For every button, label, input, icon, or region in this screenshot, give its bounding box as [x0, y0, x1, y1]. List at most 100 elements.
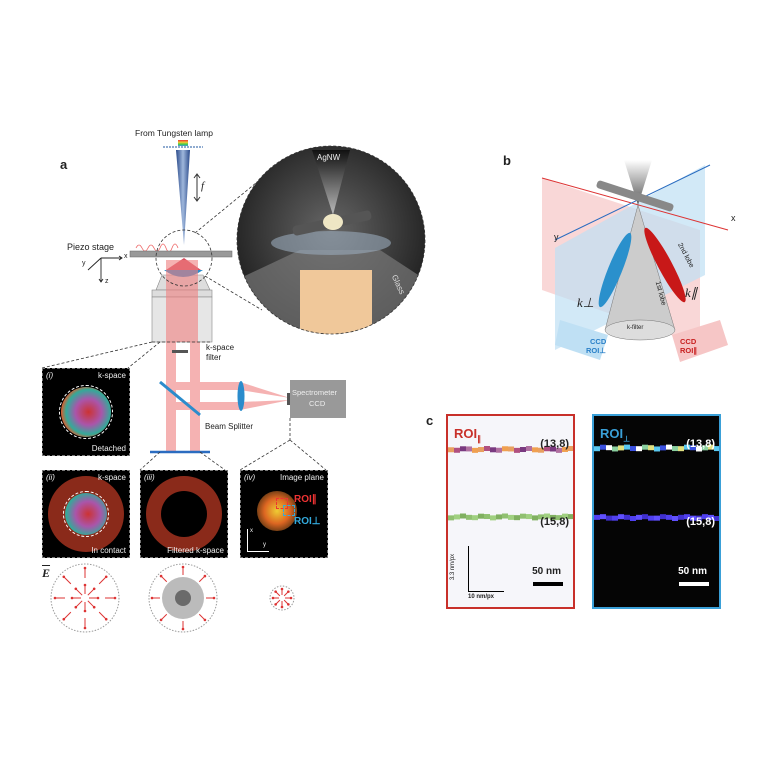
spectral-pixel [636, 446, 642, 452]
spectral-pixel [478, 447, 484, 453]
tungsten-lamp-icon [163, 140, 203, 148]
efield-arrow [63, 576, 72, 585]
spectral-pixel [454, 514, 460, 520]
spectral-pixel [532, 515, 538, 521]
efield-arrowhead [287, 603, 290, 606]
efield-arrow [75, 588, 83, 596]
axis-z-label: z [105, 278, 109, 285]
spectral-pixel [678, 514, 684, 520]
efield-arrow [98, 611, 107, 620]
efield-arrowhead [83, 626, 87, 630]
spectral-pixel [606, 515, 612, 521]
panel-b-letter: b [503, 153, 511, 168]
efield-arrowhead [53, 596, 57, 600]
spectral-pixel [484, 446, 490, 452]
efield-arrowhead [83, 609, 87, 613]
inset-title: k-space [97, 473, 126, 482]
spectral-pixel [624, 514, 630, 520]
agnw-label: AgNW [317, 153, 341, 162]
focusing-lens [237, 381, 245, 411]
efield-arrowhead [113, 596, 117, 600]
spectral-pixel [594, 446, 600, 452]
spectral-pixel [696, 446, 702, 452]
kspace-filter-label-2: filter [206, 353, 222, 362]
scale-bar [679, 582, 709, 586]
mode-label-15-8: (15,8) [686, 516, 715, 528]
spectral-pixel [526, 446, 532, 452]
spectral-pixel [556, 447, 562, 453]
spectral-pixel [630, 446, 636, 452]
b-axis-y: y [554, 232, 559, 242]
k-par-label: k∥ [685, 285, 698, 300]
axis-y-label: y [82, 260, 86, 267]
spectral-pixel [702, 445, 708, 451]
spectral-pixel [690, 445, 696, 451]
spectral-pixel [496, 514, 502, 520]
k-perp-label: k⊥ [577, 295, 595, 310]
spectral-pixel [490, 515, 496, 521]
efield-arrowhead [280, 605, 284, 609]
mode-label-13-8: (13,8) [540, 438, 569, 450]
spectral-pixel [520, 513, 526, 519]
efield-arrowhead [159, 574, 163, 578]
efield-arrowhead [181, 565, 185, 569]
roi-par-label: ROI∥ [294, 494, 317, 505]
efield-arrowhead [92, 587, 96, 591]
mode-label-15-8: (15,8) [540, 516, 569, 528]
spectral-pixel [472, 447, 478, 453]
efield-arrowhead [83, 566, 87, 570]
spectral-pixel [648, 445, 654, 451]
spectral-pixel [654, 446, 660, 452]
scale-bar [533, 582, 563, 586]
spectral-pixel [454, 447, 460, 453]
efield-symbol: E [42, 566, 51, 580]
efield-arrow [63, 611, 72, 620]
roi-parallel-image: ROI∥ (13,8) (15,8) 50 nm 3.3 nm/px 10 nm… [446, 414, 575, 609]
focus-arrow-icon [193, 173, 201, 202]
efield-arrowhead [159, 618, 163, 622]
spectral-pixel [514, 515, 520, 521]
efield-arrowhead [212, 596, 216, 600]
efield-arrow [75, 600, 83, 608]
k-space-filter [172, 350, 188, 353]
roi-title: ROI∥ [454, 426, 482, 444]
spectral-pixel [544, 446, 550, 452]
inset-numeral: (iii) [144, 473, 155, 482]
spectral-pixel [660, 514, 666, 520]
b-axis-x: x [731, 213, 736, 223]
spectral-pixel [538, 447, 544, 453]
focus-label: f [201, 180, 205, 192]
efield-arrowhead [96, 596, 100, 600]
spectral-pixel [702, 514, 708, 520]
roi-perp-label: ROI⊥ [294, 516, 321, 527]
xyz-axes-icon [87, 255, 123, 283]
spectral-pixel [654, 515, 660, 521]
efield-arrowhead [287, 590, 290, 593]
spectral-pixel [612, 446, 618, 452]
efield-arrowhead [203, 574, 207, 578]
efield-arrowhead [74, 605, 78, 609]
spectral-pixel [562, 446, 568, 452]
inset-numeral: (i) [46, 371, 54, 380]
ccd-par-label-2: ROI∥ [680, 346, 698, 355]
inset-title: k-space [97, 371, 126, 380]
spectral-pixel [696, 515, 702, 521]
y-scale-label: 3.3 nm/px [450, 553, 457, 581]
efield-arrowhead [70, 596, 74, 600]
efield-arrowhead [74, 587, 78, 591]
spectral-pixel [568, 514, 573, 520]
inset-numeral: (iv) [244, 473, 256, 482]
spectrometer-ccd [290, 380, 346, 418]
efield-arrowhead [104, 575, 108, 579]
ccd-par-label-1: CCD [680, 337, 697, 346]
efield-arrowhead [181, 627, 185, 631]
spectral-pixel [472, 515, 478, 521]
efield-diagrams [50, 563, 295, 633]
spectral-pixel [618, 514, 624, 520]
efield-arrowhead [150, 596, 154, 600]
spectral-pixel [514, 447, 520, 453]
spectral-pixel [508, 514, 514, 520]
spectral-pixel [714, 446, 719, 452]
efield-arrow [87, 588, 95, 596]
spectral-pixel [460, 513, 466, 519]
